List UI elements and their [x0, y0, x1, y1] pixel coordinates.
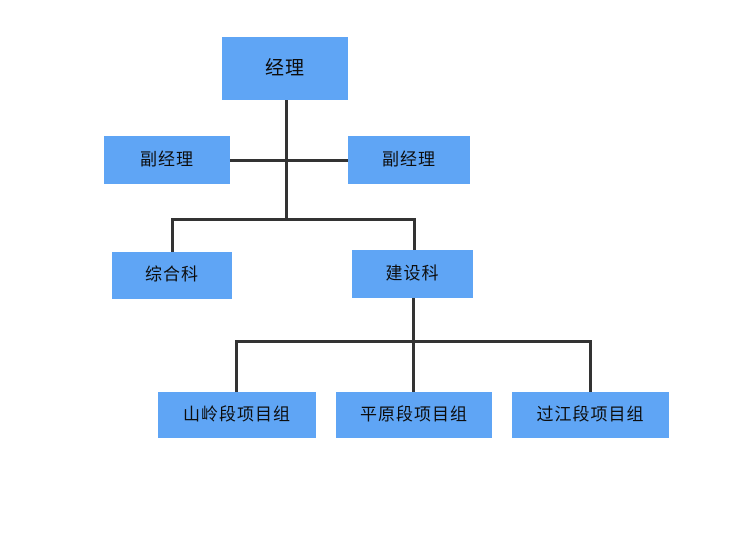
- org-node-deputy-manager-left-label: 副经理: [140, 149, 194, 170]
- connector-drop-general-dept: [171, 218, 174, 253]
- org-node-team-river-label: 过江段项目组: [536, 404, 645, 425]
- org-node-deputy-manager-right-label: 副经理: [382, 149, 436, 170]
- org-node-manager[interactable]: 经理: [222, 37, 348, 100]
- org-node-construction-dept[interactable]: 建设科: [352, 250, 473, 298]
- connector-drop-team-mountain: [235, 340, 238, 393]
- org-node-team-mountain[interactable]: 山岭段项目组: [158, 392, 316, 438]
- connector-construction-trunk: [412, 298, 415, 343]
- connector-departments-horizontal: [171, 218, 416, 221]
- org-node-deputy-manager-left[interactable]: 副经理: [104, 136, 230, 184]
- org-node-team-river[interactable]: 过江段项目组: [512, 392, 669, 438]
- org-node-general-dept[interactable]: 综合科: [112, 252, 232, 299]
- connector-drop-team-plain: [412, 340, 415, 393]
- org-node-construction-dept-label: 建设科: [385, 263, 440, 284]
- org-node-deputy-manager-right[interactable]: 副经理: [348, 136, 470, 184]
- connector-deputy-horizontal: [230, 159, 348, 162]
- org-node-manager-label: 经理: [264, 57, 305, 79]
- org-node-team-plain[interactable]: 平原段项目组: [336, 392, 492, 438]
- connector-drop-team-river: [589, 340, 592, 393]
- org-node-team-plain-label: 平原段项目组: [360, 404, 468, 425]
- org-node-team-mountain-label: 山岭段项目组: [183, 404, 291, 425]
- connector-drop-construction-dept: [413, 218, 416, 251]
- org-node-general-dept-label: 综合科: [145, 265, 199, 285]
